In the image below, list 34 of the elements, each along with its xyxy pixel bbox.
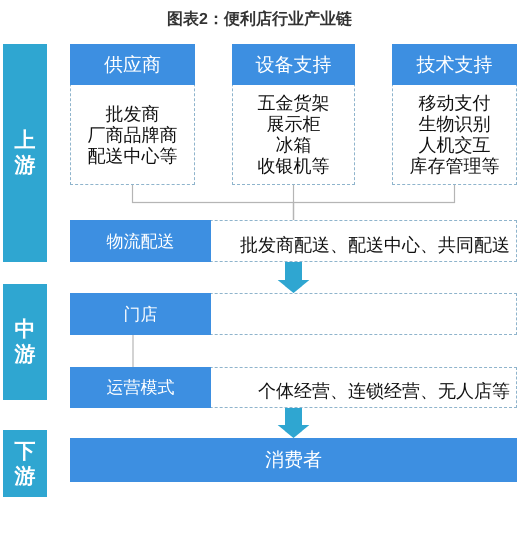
category-card xyxy=(232,44,355,185)
process-bar: 消费者 xyxy=(70,438,517,482)
connector-line xyxy=(132,335,134,367)
stage-bar: 上游 xyxy=(3,44,47,262)
category-card xyxy=(392,44,517,185)
list-item: 人机交互 xyxy=(418,135,490,156)
list-item: 配送中心等 xyxy=(88,146,178,166)
card-header: 技术支持 xyxy=(392,44,517,85)
list-item: 库存管理等 xyxy=(410,156,500,177)
band-label: 物流配送 xyxy=(70,220,211,262)
block-arrow xyxy=(278,262,310,293)
list-item: 五金货架 xyxy=(258,93,330,114)
band-label: 门店 xyxy=(70,293,211,335)
connector-line xyxy=(292,185,456,220)
card-header: 供应商 xyxy=(70,44,195,85)
category-card xyxy=(70,44,195,185)
band-text: 批发商配送、配送中心、共同配送 xyxy=(240,234,510,256)
list-item: 展示柜 xyxy=(266,114,320,135)
process-band xyxy=(70,220,517,262)
list-item: 厂商品牌商 xyxy=(88,124,178,146)
title: 图表2：便利店行业产业链 xyxy=(167,11,352,28)
card-header: 设备支持 xyxy=(232,44,355,85)
band-label: 运营模式 xyxy=(70,367,211,408)
list-item: 生物识别 xyxy=(418,114,490,135)
stage-bar: 中游 xyxy=(3,284,47,400)
block-arrow xyxy=(278,408,310,438)
stage-bar: 下游 xyxy=(3,430,47,497)
list-item: 收银机等 xyxy=(258,156,330,177)
list-item: 冰箱 xyxy=(276,135,312,156)
list-item: 移动支付 xyxy=(418,93,490,114)
process-band xyxy=(70,293,517,335)
band-text: 个体经营、连锁经营、无人店等 xyxy=(258,380,510,403)
process-band xyxy=(70,367,517,408)
list-item: 批发商 xyxy=(106,104,160,124)
